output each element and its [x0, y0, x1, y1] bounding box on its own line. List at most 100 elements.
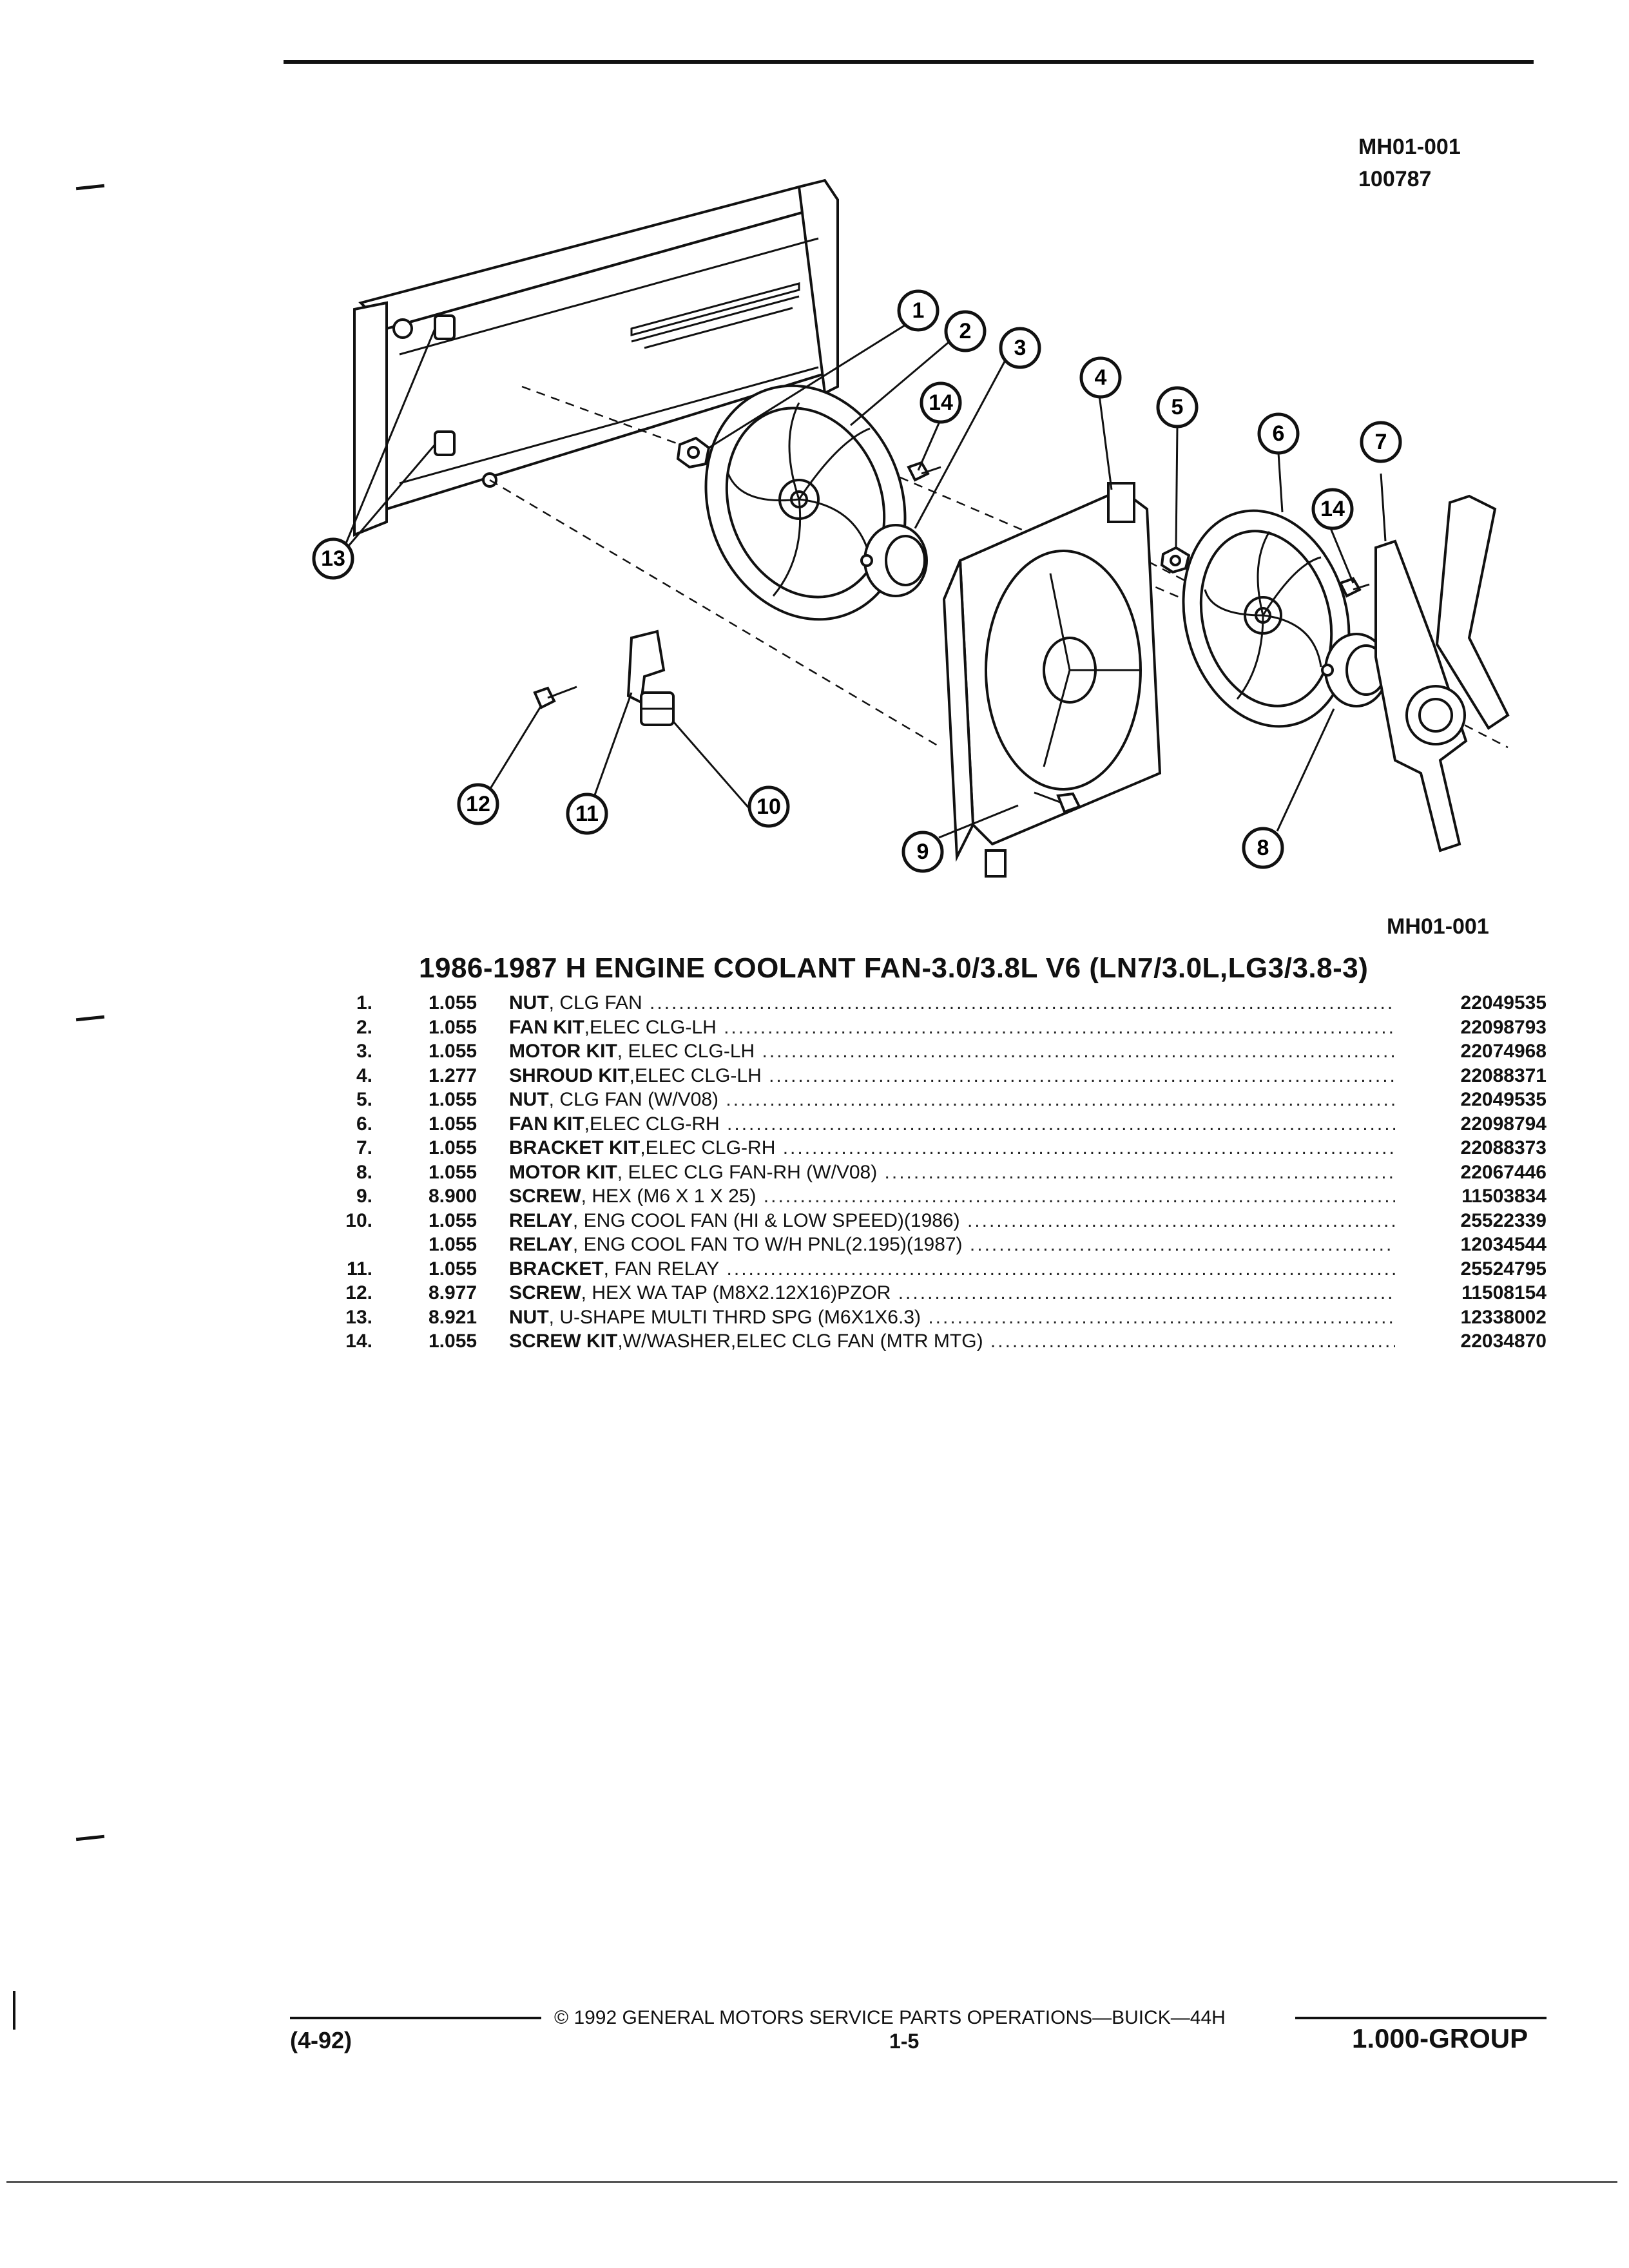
callout-11: 11	[566, 793, 608, 835]
callout-9: 9	[901, 831, 944, 873]
part-number: 22049535	[1460, 992, 1547, 1014]
svg-text:3: 3	[1014, 336, 1027, 360]
part-name: RELAY	[509, 1209, 573, 1231]
item-number: 4.	[356, 1064, 372, 1086]
part-detail: ,W/WASHER,ELEC CLG FAN (MTR MTG)	[617, 1331, 983, 1352]
part-description: BRACKET KIT,ELEC CLG-RH ................…	[509, 1136, 1395, 1160]
footer-rule-right	[1295, 2017, 1547, 2019]
leader-dots: ........................................…	[724, 1016, 1395, 1038]
part-name: SCREW	[509, 1282, 581, 1303]
top-rule	[284, 60, 1534, 64]
leader-dots: ........................................…	[898, 1282, 1395, 1303]
group-number: 1.277	[429, 1064, 477, 1086]
right-fan-part	[1182, 509, 1351, 728]
part-name: MOTOR KIT	[509, 1041, 617, 1062]
part-number: 11508154	[1461, 1282, 1547, 1303]
shroud-screw-part	[1034, 791, 1081, 814]
callout-1: 1	[897, 289, 940, 332]
part-description: MOTOR KIT, ELEC CLG FAN-RH (W/V08) .....…	[509, 1160, 1395, 1185]
part-description: RELAY, ENG COOL FAN TO W/H PNL(2.195)(19…	[509, 1233, 1395, 1257]
part-number: 22067446	[1460, 1161, 1547, 1183]
relay-part	[640, 691, 675, 726]
callout-13: 13	[312, 537, 354, 580]
part-detail: ,ELEC CLG-RH	[584, 1113, 720, 1135]
group-number: 1.055	[429, 1016, 477, 1038]
part-number: 25524795	[1460, 1258, 1547, 1280]
relay-screw-part	[533, 686, 577, 709]
group-number: 1.055	[429, 1137, 477, 1158]
group-number: 8.900	[429, 1186, 477, 1207]
item-number: 6.	[356, 1113, 372, 1135]
leader-dots: ........................................…	[769, 1064, 1395, 1086]
part-name: SHROUD KIT	[509, 1064, 630, 1086]
group-number: 1.055	[429, 992, 477, 1014]
shroud-part	[942, 482, 1162, 878]
callout-14-right: 14	[1311, 488, 1354, 530]
part-detail: , U-SHAPE MULTI THRD SPG (M6X1X6.3)	[548, 1306, 921, 1328]
part-name: NUT	[509, 1089, 549, 1110]
item-number: 1.	[356, 992, 372, 1014]
part-name: NUT	[509, 1306, 549, 1328]
part-detail: , CLG FAN (W/V08)	[548, 1089, 719, 1110]
margin-bar	[13, 1991, 15, 2030]
item-number: 9.	[356, 1186, 372, 1207]
u-nut-lower	[434, 430, 456, 456]
callout-7: 7	[1360, 421, 1402, 463]
part-number: 22098793	[1460, 1016, 1547, 1038]
margin-dash	[75, 184, 105, 191]
svg-text:7: 7	[1375, 430, 1387, 454]
bottom-scan-rule	[6, 2181, 1617, 2183]
item-number: 5.	[356, 1089, 372, 1110]
bracket-part	[1374, 494, 1510, 852]
table-row: 9. 8.900 SCREW, HEX (M6 X 1 X 25) ........…	[322, 1184, 1547, 1209]
group-number: 1.055	[429, 1234, 477, 1255]
svg-text:5: 5	[1171, 395, 1184, 419]
footer-copyright: © 1992 GENERAL MOTORS SERVICE PARTS OPER…	[554, 2007, 1226, 2028]
leader-lines	[340, 318, 1387, 839]
group-number: 1.055	[429, 1041, 477, 1062]
svg-text:14: 14	[1320, 497, 1345, 521]
group-number: 1.055	[429, 1161, 477, 1183]
part-name: SCREW	[509, 1186, 581, 1207]
table-row: 1. 1.055 NUT, CLG FAN ....................…	[322, 991, 1547, 1015]
svg-text:9: 9	[917, 840, 929, 864]
item-number: 14.	[345, 1331, 372, 1352]
part-detail: , ELEC CLG FAN-RH (W/V08)	[617, 1161, 878, 1183]
item-number: 8.	[356, 1161, 372, 1183]
part-name: RELAY	[509, 1234, 573, 1255]
part-description: NUT, CLG FAN ...........................…	[509, 991, 1395, 1015]
left-fan-part	[704, 384, 907, 621]
leader-dots: ........................................…	[782, 1137, 1395, 1158]
item-number: 12.	[345, 1282, 372, 1303]
item-number: 3.	[356, 1041, 372, 1062]
part-name: BRACKET	[509, 1258, 604, 1280]
leader-dots: ........................................…	[967, 1209, 1395, 1231]
fan-nut-right	[1160, 546, 1191, 574]
part-detail: , ELEC CLG-LH	[617, 1041, 755, 1062]
margin-dash	[75, 1834, 105, 1841]
part-description: FAN KIT,ELEC CLG-RH ....................…	[509, 1112, 1395, 1137]
group-number: 1.055	[429, 1089, 477, 1110]
part-description: SCREW, HEX WA TAP (M8X2.12X16)PZOR .....…	[509, 1281, 1395, 1305]
part-number: 12338002	[1460, 1306, 1547, 1328]
item-number: 13.	[345, 1306, 372, 1328]
leader-dots: ........................................…	[990, 1331, 1395, 1352]
part-number: 22034870	[1460, 1331, 1547, 1352]
callout-3: 3	[999, 327, 1041, 369]
left-motor-part	[860, 524, 928, 597]
part-description: SCREW, HEX (M6 X 1 X 25) ...............…	[509, 1184, 1395, 1209]
svg-text:4: 4	[1095, 365, 1107, 390]
group-number: 8.921	[429, 1306, 477, 1328]
part-number: 22098794	[1460, 1113, 1547, 1135]
part-name: BRACKET KIT	[509, 1137, 641, 1158]
group-number: 1.055	[429, 1209, 477, 1231]
callout-12: 12	[457, 783, 499, 825]
callout-5: 5	[1156, 386, 1199, 428]
part-detail: ,ELEC CLG-RH	[640, 1137, 776, 1158]
